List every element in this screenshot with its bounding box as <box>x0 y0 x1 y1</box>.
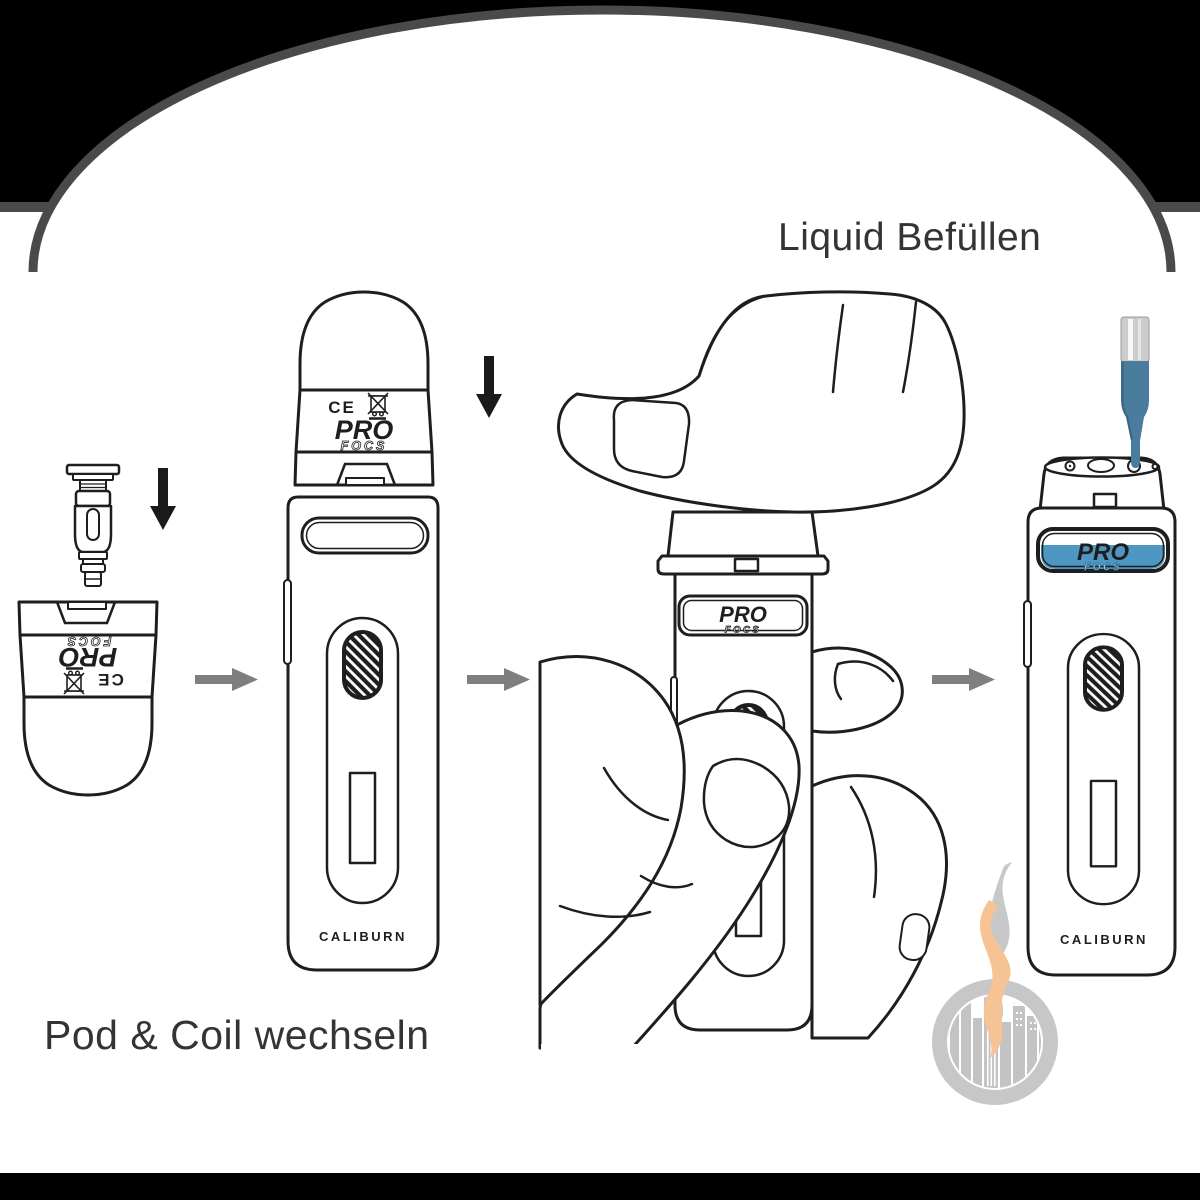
title-pod-coil: Pod & Coil wechseln <box>44 1012 430 1058</box>
device-brand-caliburn: CALIBURN <box>319 929 407 944</box>
step-4-fill-liquid: PRO FOCS CALIBURN <box>1023 316 1177 977</box>
smoke-wisp-icon <box>989 862 1012 1022</box>
window-brand-pro: PRO <box>1077 539 1129 566</box>
liquid-window: PRO FOCS <box>1036 527 1170 573</box>
watermark-logo <box>932 862 1058 1105</box>
title-liquid-fill: Liquid Befüllen <box>778 216 1042 259</box>
step-1-insert-coil <box>17 463 176 797</box>
fill-port-icons <box>1064 458 1159 473</box>
pod-illustration-inverted <box>17 600 159 797</box>
hand-illustration <box>538 290 966 1104</box>
pod-illustration <box>293 290 435 487</box>
coil-illustration <box>65 463 121 587</box>
badge-brand-pro: PRO <box>719 602 767 627</box>
step-2-insert-pod: CALIBURN <box>283 290 502 972</box>
device-illustration: CALIBURN <box>283 495 440 972</box>
bottom-banner <box>0 1173 1200 1200</box>
flame-icon <box>979 900 1011 1058</box>
side-button <box>283 579 292 665</box>
badge-brand-focs: FOCS <box>725 625 761 636</box>
dropper-illustration <box>1120 316 1150 468</box>
step-3-remove-pod: PRO FOCS <box>538 290 966 1104</box>
dome-arc <box>28 5 1176 273</box>
window-brand-focs: FOCS <box>1084 562 1122 573</box>
device-brand-caliburn-2: CALIBURN <box>1060 932 1148 947</box>
side-button-2 <box>1023 600 1032 668</box>
